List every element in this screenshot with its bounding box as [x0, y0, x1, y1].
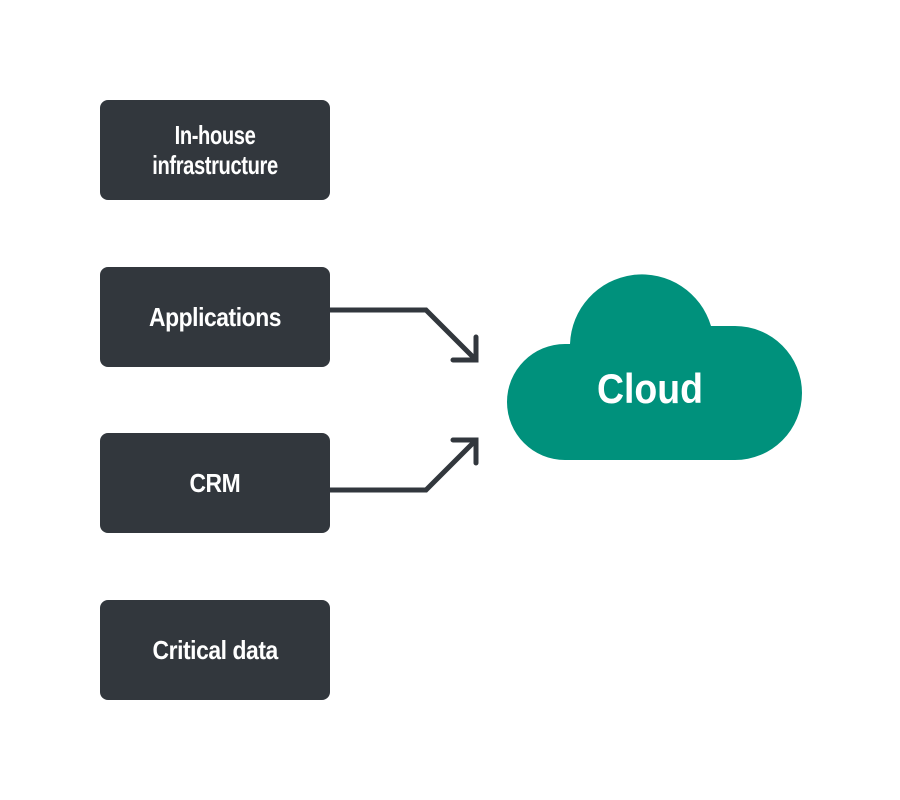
connector-line [327, 437, 479, 493]
source-label: CRM [189, 468, 241, 498]
source-box-applications: Applications [100, 267, 330, 367]
source-label: Applications [148, 302, 281, 332]
source-box-in-house-infrastructure: In-house infrastructure [100, 100, 330, 200]
cloud-node: Cloud [507, 274, 802, 460]
source-box-crm: CRM [100, 433, 330, 533]
source-label-line-2: infrastructure [152, 150, 278, 180]
arrowhead-icon [450, 437, 479, 466]
arrow-applications-to-cloud [327, 307, 479, 363]
cloud-icon [507, 274, 802, 460]
source-label: Critical data [152, 635, 278, 665]
source-label-line-1: In-house [174, 120, 256, 150]
connector-line [327, 307, 479, 363]
arrow-crm-to-cloud [327, 437, 479, 493]
arrowhead-icon [450, 334, 479, 363]
cloud-label: Cloud [597, 365, 703, 412]
source-box-critical-data: Critical data [100, 600, 330, 700]
